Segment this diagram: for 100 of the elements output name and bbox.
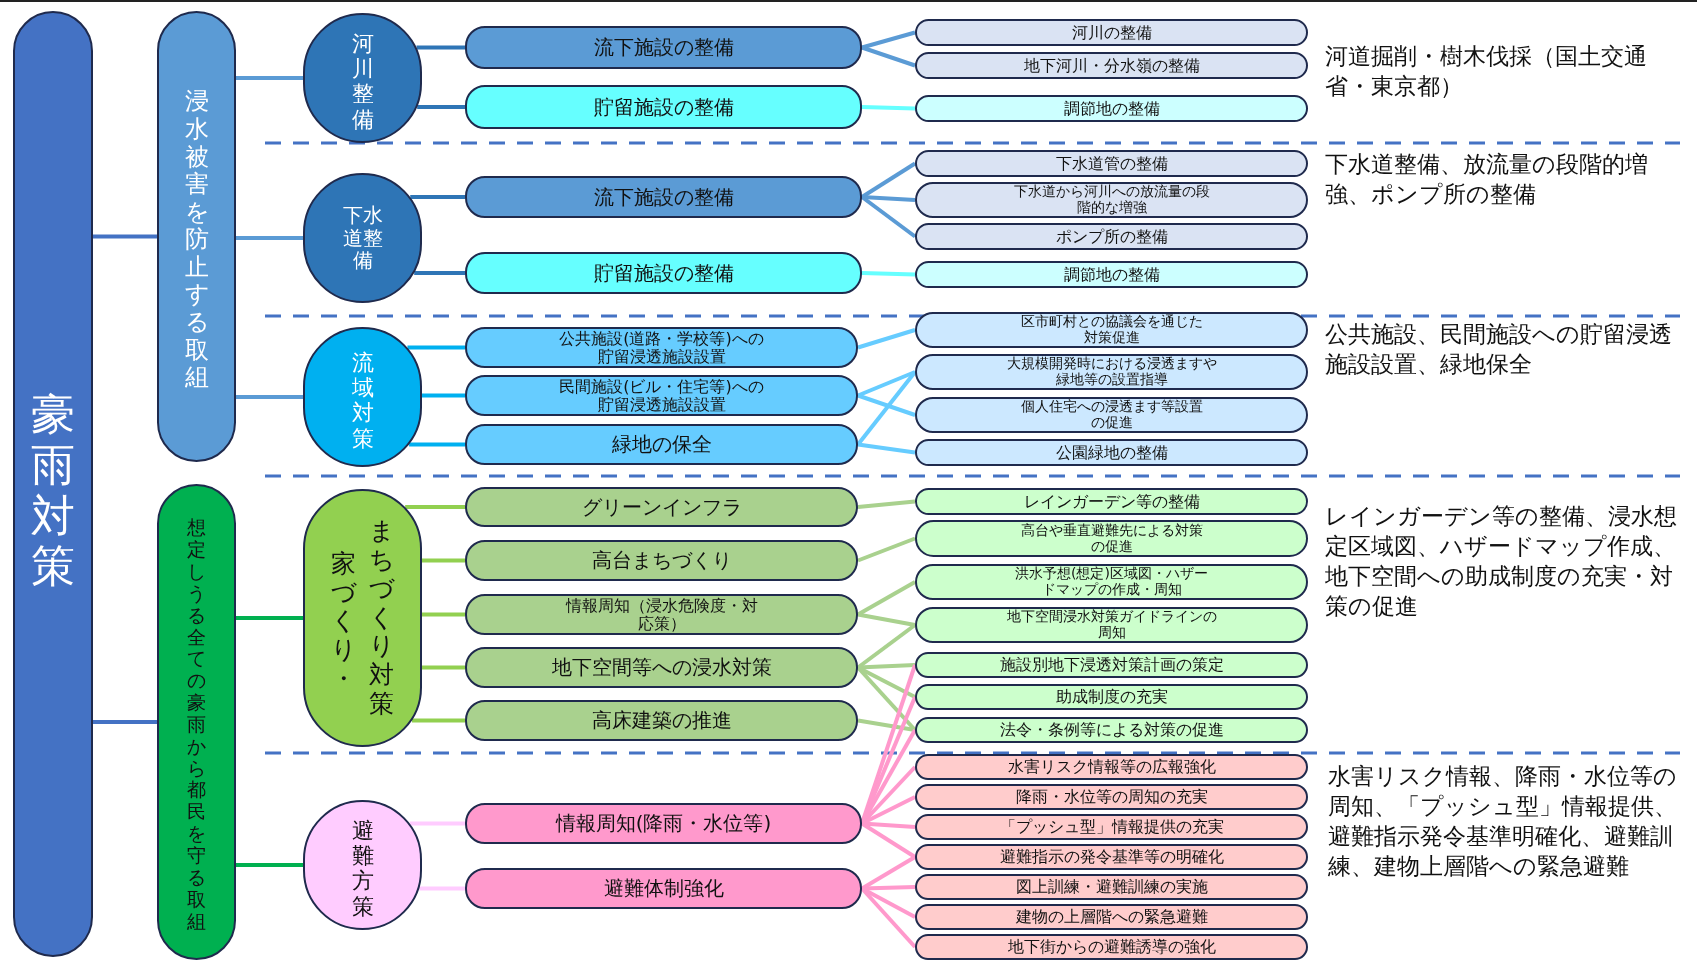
connector-line xyxy=(422,558,465,563)
connector-line xyxy=(93,234,157,239)
measure-box xyxy=(465,26,862,69)
action-box xyxy=(915,652,1308,678)
category-bar xyxy=(157,484,236,960)
action-box xyxy=(915,934,1308,960)
connector-line xyxy=(416,45,465,50)
connector-line xyxy=(857,370,916,398)
connector-line xyxy=(409,821,465,826)
node-label: 貯留施設の整備 xyxy=(593,261,734,285)
node-label: 想定しうる全ての豪雨から都民を守る取組 xyxy=(187,517,206,933)
measure-box xyxy=(465,375,858,416)
connector-line xyxy=(422,665,465,670)
node-label: 河川整備 xyxy=(351,30,374,132)
action-box xyxy=(915,814,1308,840)
action-box xyxy=(915,95,1308,122)
node-label: 「プッシュ型」情報提供の充実 xyxy=(999,818,1224,836)
node-label: 助成制度の充実 xyxy=(1055,688,1168,706)
action-box xyxy=(915,684,1308,710)
connector-line xyxy=(236,76,303,80)
node-label: 個人住宅への浸透ます等設置の促進 xyxy=(1020,399,1203,431)
measure-box xyxy=(465,594,858,635)
measure-box xyxy=(465,487,858,527)
node-label: 施設別地下浸透対策計画の策定 xyxy=(999,656,1224,674)
connector-line xyxy=(409,442,465,447)
summary-note: 下水道整備、放流量の段階的増強、ポンプ所の整備 xyxy=(1325,150,1649,209)
connector-line xyxy=(407,345,465,350)
action-box xyxy=(915,261,1308,288)
node-label: 情報周知（浸水危険度・対応策） xyxy=(565,596,758,633)
action-box xyxy=(915,354,1308,390)
connector-line xyxy=(236,395,303,399)
action-box xyxy=(915,564,1308,600)
measure-box xyxy=(465,647,858,688)
node-label: グリーンインフラ xyxy=(581,495,742,519)
summary-note: 水害リスク情報、降雨・水位等の周知、「プッシュ型」情報提供、避難指示発令基準明確化、避難訓練、建物上層階への緊急避難 xyxy=(1328,762,1678,881)
node-label: まちづくり対策 xyxy=(368,517,394,719)
connector-line xyxy=(405,505,465,509)
action-box xyxy=(915,904,1308,930)
connector-line xyxy=(422,612,465,617)
action-box xyxy=(915,844,1308,870)
node-label: 調節地の整備 xyxy=(1063,99,1160,118)
node-label: 下水道整備 xyxy=(341,204,384,272)
node-label: 高床建築の推進 xyxy=(591,709,732,732)
connector-line xyxy=(236,863,303,867)
connector-line xyxy=(410,195,465,199)
connector-line xyxy=(857,718,916,732)
connector-line xyxy=(861,105,916,111)
node-label: 法令・条例等による対策の促進 xyxy=(999,721,1224,739)
node-label: 流域対策 xyxy=(351,349,374,451)
node-label: 流下施設の整備 xyxy=(593,36,734,59)
action-box xyxy=(915,52,1308,79)
action-box xyxy=(915,223,1308,250)
node-label: 図上訓練・避難訓練の実施 xyxy=(1015,878,1208,896)
action-box xyxy=(915,182,1308,218)
action-box xyxy=(915,150,1308,177)
measure-box xyxy=(465,327,858,368)
connector-line xyxy=(419,886,465,891)
node-label: 河川の整備 xyxy=(1071,23,1152,42)
connector-line xyxy=(857,536,916,563)
node-label: 避難体制強化 xyxy=(603,877,724,900)
measure-box xyxy=(465,868,862,909)
action-box xyxy=(915,784,1308,810)
connector-line xyxy=(861,271,916,277)
node-label: 民間施設(ビル・住宅等)への貯留浸透施設設置 xyxy=(558,377,765,414)
node-label: 家づくり・ xyxy=(331,549,357,694)
action-box xyxy=(915,19,1308,46)
connector-line xyxy=(856,370,917,446)
action-box xyxy=(915,754,1308,780)
node-label: 高台まちづくり xyxy=(591,549,732,572)
node-label: ポンプ所の整備 xyxy=(1055,227,1168,246)
connector-line xyxy=(861,30,916,50)
node-label: 建物の上層階への緊急避難 xyxy=(1015,908,1208,926)
node-label: 区市町村との協議会を通じた対策促進 xyxy=(1020,314,1203,346)
node-label: 情報周知(降雨・水位等) xyxy=(555,812,772,835)
node-label: 高台や垂直避難先による対策の促進 xyxy=(1020,522,1203,555)
node-label: 調節地の整備 xyxy=(1063,265,1160,284)
action-box xyxy=(915,874,1308,900)
measure-box xyxy=(465,803,862,844)
node-label: 降雨・水位等の周知の充実 xyxy=(1015,788,1208,806)
node-label: 豪雨対策 xyxy=(31,389,75,592)
connector-line xyxy=(236,616,303,620)
node-label: 地下街からの避難誘導の強化 xyxy=(1007,938,1216,956)
node-label: 浸水被害を防止する取組 xyxy=(184,88,209,392)
connector-line xyxy=(422,393,465,398)
node-label: 下水道から河川への放流量の段階的な増強 xyxy=(1013,184,1210,216)
node-label: 避難指示の発令基準等の明確化 xyxy=(999,848,1224,866)
connector-line xyxy=(236,236,303,240)
node-label: 地下空間浸水対策ガイドラインの周知 xyxy=(1006,609,1217,641)
measure-box xyxy=(465,176,862,218)
connector-line xyxy=(857,328,916,350)
action-box xyxy=(915,717,1308,743)
connector-line xyxy=(414,271,465,275)
node-label: 地下河川・分水嶺の整備 xyxy=(1023,56,1200,75)
action-box xyxy=(915,439,1308,466)
summary-note: 河道掘削・樹木伐採（国土交通省・東京都） xyxy=(1325,42,1648,101)
connector-line xyxy=(417,105,465,109)
measure-box xyxy=(465,540,858,581)
summary-note: 公共施設、民間施設への貯留浸透施設設置、緑地保全 xyxy=(1325,320,1673,379)
measure-box xyxy=(465,700,858,741)
action-box xyxy=(915,488,1308,515)
